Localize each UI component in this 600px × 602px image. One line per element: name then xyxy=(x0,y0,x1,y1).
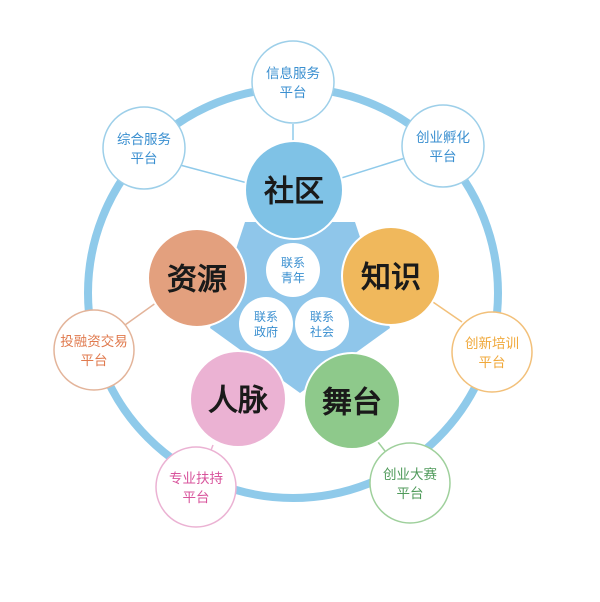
incubation-line1: 创业孵化 xyxy=(416,130,470,146)
stage-label: 舞台 xyxy=(322,386,382,421)
satellite-competition: 创业大赛 平台 xyxy=(369,442,451,524)
spoke-investment xyxy=(124,299,161,326)
satellite-integrated-service: 综合服务 平台 xyxy=(102,106,186,190)
support-line1: 专业扶持 xyxy=(169,471,223,487)
community-label: 社区 xyxy=(264,175,324,210)
inner-node-government: 联系 政府 xyxy=(239,297,293,351)
support-line2: 平台 xyxy=(183,490,210,506)
investment-line1: 投融资交易 xyxy=(60,333,128,350)
main-node-resources: 资源 xyxy=(147,228,247,328)
competition-line2: 平台 xyxy=(397,486,424,502)
spoke-training xyxy=(429,299,463,323)
satellite-support: 专业扶持 平台 xyxy=(155,446,237,528)
inner-youth-line2: 青年 xyxy=(281,271,305,285)
spoke-incubation xyxy=(334,157,406,181)
satellite-incubation: 创业孵化 平台 xyxy=(401,104,485,188)
resources-label: 资源 xyxy=(167,263,227,298)
main-node-knowledge: 知识 xyxy=(341,226,441,326)
inner-node-society: 联系 社会 xyxy=(295,297,349,351)
training-line1: 创新培训 xyxy=(465,336,519,352)
inner-youth-line1: 联系 xyxy=(281,256,305,270)
satellite-training: 创新培训 平台 xyxy=(451,311,533,393)
main-node-network: 人脉 xyxy=(189,350,287,448)
knowledge-label: 知识 xyxy=(361,261,421,296)
inner-society-line1: 联系 xyxy=(310,310,334,324)
info-service-line1: 信息服务 xyxy=(266,65,320,82)
integrated-service-line1: 综合服务 xyxy=(117,132,171,148)
satellite-investment: 投融资交易 平台 xyxy=(53,309,135,391)
network-label: 人脉 xyxy=(208,384,269,419)
info-service-line2: 平台 xyxy=(280,85,307,101)
inner-government-line1: 联系 xyxy=(254,310,278,324)
inner-node-youth: 联系 青年 xyxy=(266,243,320,297)
incubation-line2: 平台 xyxy=(430,149,457,165)
integrated-service-line2: 平台 xyxy=(131,151,158,167)
training-line2: 平台 xyxy=(479,355,506,371)
investment-line2: 平台 xyxy=(81,353,108,369)
main-node-community: 社区 xyxy=(244,140,344,240)
inner-society-line2: 社会 xyxy=(310,324,334,339)
inner-government-line2: 政府 xyxy=(254,324,278,339)
spoke-integrated xyxy=(179,164,256,186)
main-node-stage: 舞台 xyxy=(303,352,401,450)
competition-line1: 创业大赛 xyxy=(383,467,437,483)
satellite-info-service: 信息服务 平台 xyxy=(251,40,335,124)
